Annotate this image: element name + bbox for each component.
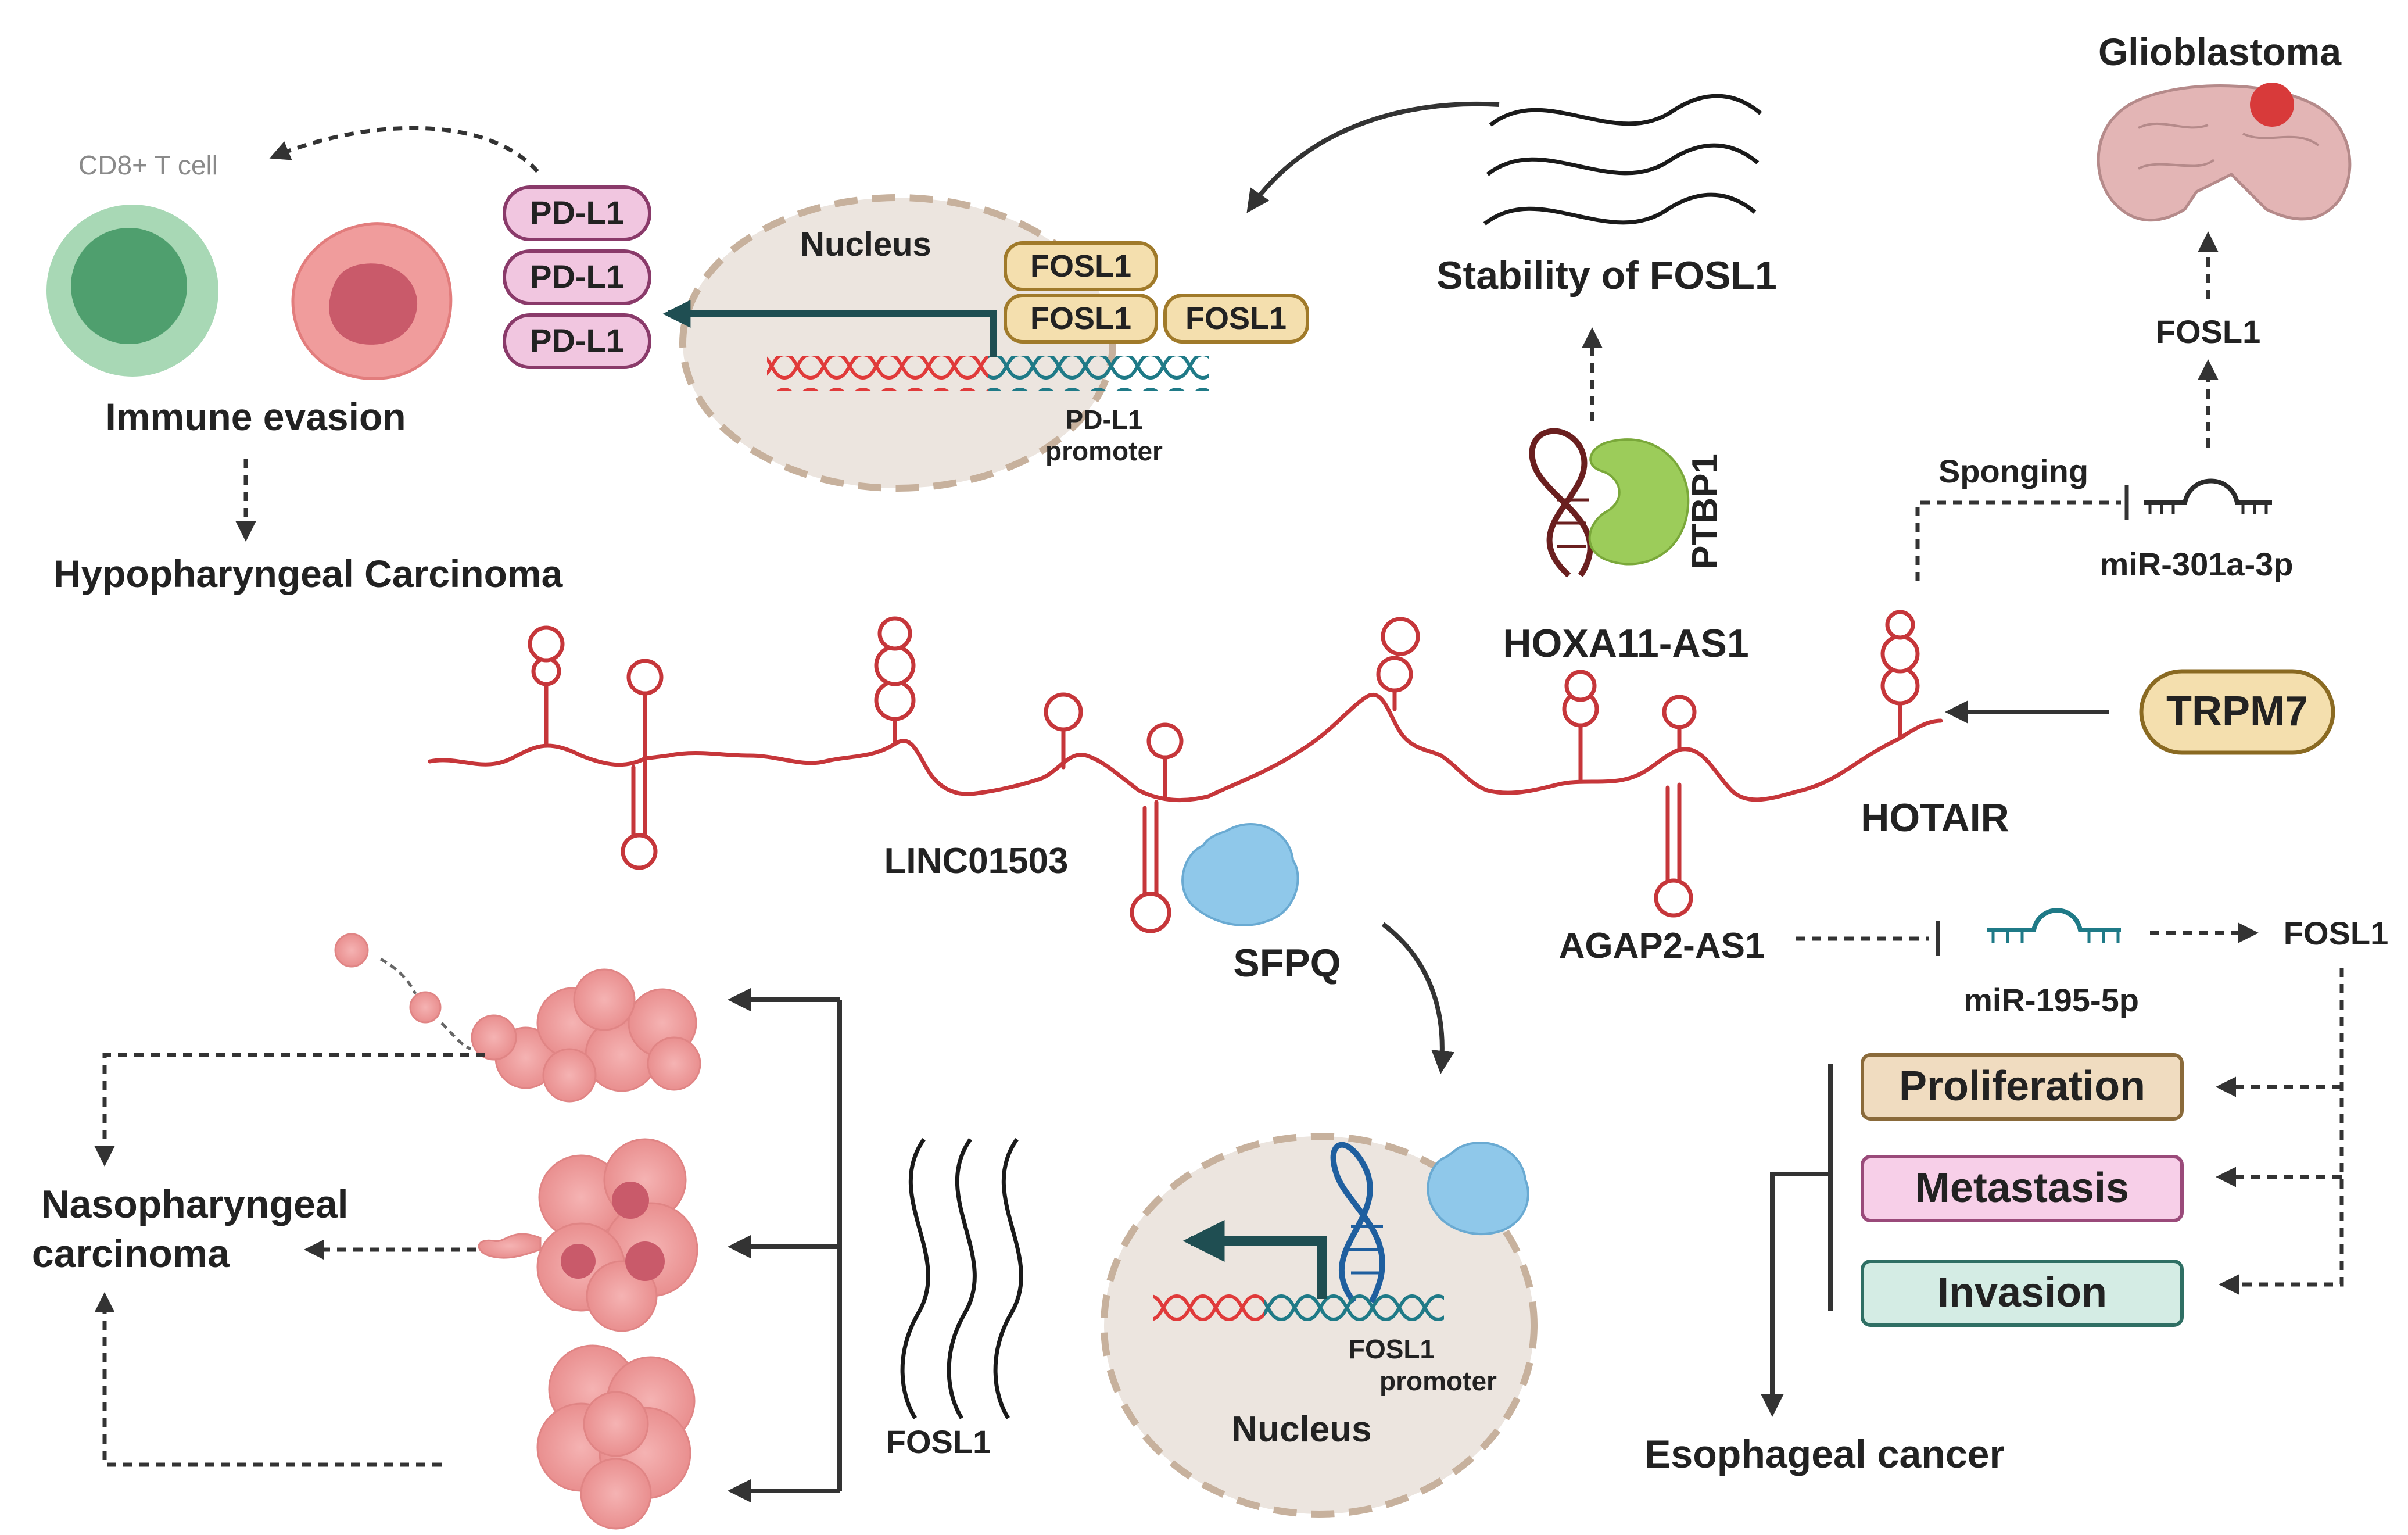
promoter-arrow-top: [662, 300, 997, 357]
metastasis-box: [1861, 1155, 2184, 1222]
fosl1-bottom-label: FOSL1: [886, 1423, 991, 1460]
pdl1-promoter-label-2: promoter: [1045, 436, 1163, 466]
pdl1-box-label: PD-L1: [530, 322, 624, 359]
mir-301a-label: miR-301a-3p: [2099, 546, 2293, 582]
metastasis-label: Metastasis: [1915, 1165, 2129, 1211]
agap2-as1-label: AGAP2-AS1: [1559, 926, 1765, 966]
mir-195-label: miR-195-5p: [1963, 982, 2139, 1018]
invasive-cell-cluster-icon: [478, 1138, 698, 1332]
trpm7-label: TRPM7: [2166, 688, 2308, 735]
brain-icon: [2097, 83, 2352, 222]
hypopharyngeal-carcinoma-label: Hypopharyngeal Carcinoma: [53, 552, 564, 595]
linc01503-label: LINC01503: [884, 841, 1068, 881]
esophageal-cancer-label: Esophageal cancer: [1644, 1432, 2005, 1476]
pdl1-promoter-label: PD-L1: [1066, 405, 1143, 435]
pdl1-box-label: PD-L1: [530, 258, 624, 295]
mir-195-icon: [1987, 908, 2121, 943]
invasion-label: Invasion: [1937, 1269, 2107, 1316]
pdl1-box: [503, 249, 651, 305]
nasopharyngeal-label: Nasopharyngeal: [41, 1182, 348, 1226]
cd8-t-cell-label: CD8+ T cell: [78, 150, 218, 180]
sfpq-protein-icon: [1181, 823, 1299, 926]
fosl1-helix-icon: [1330, 1142, 1385, 1304]
proliferating-cell-cluster-icon: [536, 1344, 696, 1530]
sfpq-protein-bottom-icon: [1427, 1142, 1529, 1235]
proliferation-label: Proliferation: [1899, 1063, 2145, 1110]
fosl1-glioblastoma-label: FOSL1: [2156, 313, 2260, 350]
glioblastoma-label: Glioblastoma: [2098, 30, 2342, 73]
fosl1-box-label: FOSL1: [1185, 301, 1287, 336]
pdl1-box-label: PD-L1: [530, 194, 624, 231]
nucleus-top-label: Nucleus: [800, 226, 931, 263]
fosl1-box-label: FOSL1: [1030, 301, 1131, 336]
sponging-label: Sponging: [1938, 453, 2088, 489]
mrna-waves-top: [1483, 94, 1762, 226]
immune-evasion-label: Immune evasion: [105, 395, 406, 438]
fosl1-box: [1004, 241, 1158, 291]
hoxa11-helix-icon: [1529, 428, 1593, 578]
lncrna-strand: [428, 610, 1943, 933]
sfpq-to-nucleus-arrow: [1381, 922, 1455, 1074]
nasopharyngeal-label-2: carcinoma: [32, 1232, 230, 1276]
proliferation-box: [1861, 1053, 2184, 1121]
fosl1-complex: FOSL1 FOSL1 FOSL1: [1004, 241, 1309, 344]
invasion-box: [1861, 1260, 2184, 1327]
ptbp1-protein-icon: [1588, 438, 1690, 566]
fosl1-promoter-label-2: promoter: [1379, 1366, 1497, 1396]
metastatic-to-nasopharyngeal-arrow: [94, 1053, 485, 1167]
hoxa11-as1-label: HOXA11-AS1: [1503, 621, 1748, 665]
stability-of-fosl1-label: Stability of FOSL1: [1436, 253, 1777, 298]
fosl1-outcomes-dashed: [2231, 968, 2344, 1287]
fosl1-promoter-label: FOSL1: [1349, 1334, 1435, 1364]
proliferating-to-nasopharyngeal-arrow: [94, 1292, 442, 1467]
fosl1-esophageal-label: FOSL1: [2284, 915, 2388, 951]
metastatic-cell-cluster-icon: [334, 933, 701, 1103]
dna-helix-top: [767, 356, 1209, 391]
dna-helix-bottom: [1153, 1293, 1444, 1328]
fosl1-box: [1004, 294, 1158, 344]
pdl1-box: [503, 313, 651, 369]
stability-to-nucleus-arrow: [1246, 101, 1500, 213]
fosl1-box: [1163, 294, 1309, 344]
pdl1-box: [503, 185, 651, 241]
outcomes-to-esophageal-arrow: [1761, 1172, 1830, 1417]
fosl1-box-label: FOSL1: [1030, 249, 1131, 284]
promoter-arrow-bottom: [1182, 1220, 1327, 1299]
sfpq-label: SFPQ: [1233, 941, 1341, 985]
mrna-waves-bottom: [900, 1137, 1023, 1419]
tumor-cell-icon: [291, 222, 453, 380]
hotair-label: HOTAIR: [1861, 796, 2009, 840]
nucleus-bottom-label: Nucleus: [1231, 1409, 1371, 1450]
pdl1-to-tcell-arrow: [269, 126, 539, 173]
sponging-inhibit-line: [1915, 500, 2121, 581]
trpm7-box: [2139, 669, 2335, 755]
ptbp1-label: PTBP1: [1685, 453, 1725, 570]
pdl1-stack: PD-L1 PD-L1 PD-L1: [503, 185, 651, 369]
mir-301a-icon: [2144, 478, 2272, 514]
cd8-t-cell-icon: [46, 205, 218, 377]
